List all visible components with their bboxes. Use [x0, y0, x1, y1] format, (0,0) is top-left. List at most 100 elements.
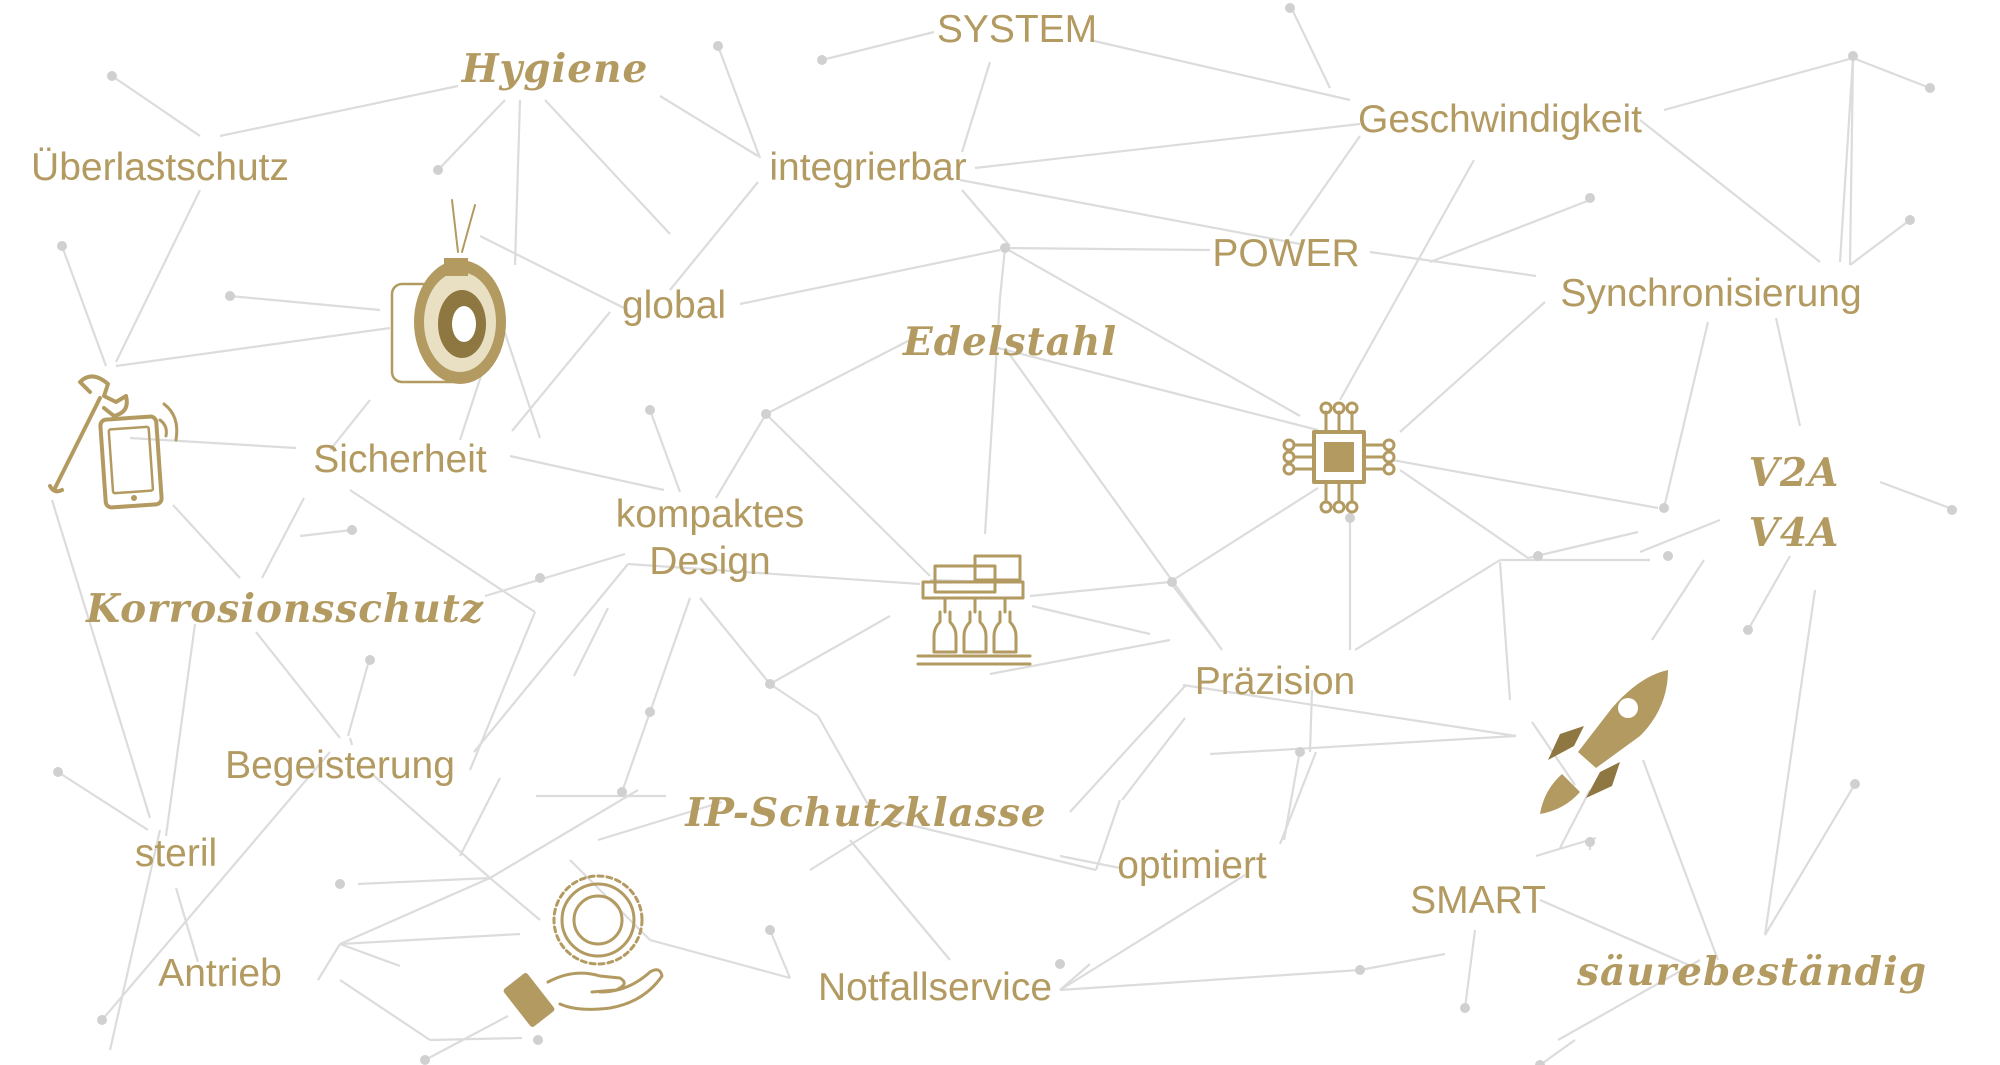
- connection-dot: [225, 291, 235, 301]
- connection-dot: [365, 655, 375, 665]
- connection-line: [115, 326, 391, 368]
- connection-line: [339, 876, 491, 946]
- word-antrieb: Antrieb: [158, 952, 282, 995]
- connection-line: [1763, 589, 1817, 936]
- connection-line: [659, 95, 759, 157]
- connection-line: [1651, 559, 1705, 641]
- connection-line: [473, 563, 629, 753]
- connection-dot: [1345, 513, 1355, 523]
- connection-line: [1879, 480, 1956, 512]
- connection-line: [1463, 929, 1477, 1009]
- connection-line: [715, 413, 767, 499]
- connection-line: [1169, 581, 1216, 641]
- word-begeisterung: Begeisterung: [225, 744, 455, 787]
- connection-line: [1069, 684, 1187, 813]
- word-hygiene: Hygiene: [461, 46, 649, 92]
- connection-line: [339, 942, 401, 968]
- connection-line: [172, 504, 241, 579]
- connection-dot: [645, 707, 655, 717]
- connection-line: [1498, 561, 1512, 701]
- connection-dot: [1659, 503, 1669, 513]
- connection-line: [1004, 347, 1223, 651]
- word-system: SYSTEM: [937, 8, 1097, 51]
- connection-line: [348, 737, 354, 746]
- connection-line: [1641, 759, 1720, 961]
- connection-dots: [53, 3, 1957, 1065]
- connection-line: [424, 1015, 509, 1061]
- connection-line: [699, 597, 771, 685]
- word-ueberlastschutz: Überlastschutz: [31, 146, 289, 189]
- connection-dot: [57, 241, 67, 251]
- connection-line: [164, 623, 197, 837]
- word-v4a: V4A: [1749, 510, 1840, 556]
- connection-line: [1094, 799, 1122, 871]
- connection-line: [1527, 530, 1639, 560]
- connection-line: [261, 497, 305, 579]
- connection-line: [1029, 580, 1171, 598]
- word-praezision: Präzision: [1195, 660, 1355, 703]
- connection-line: [1339, 159, 1475, 401]
- connection-line: [346, 663, 370, 737]
- connection-dot: [645, 405, 655, 415]
- connection-dot: [765, 925, 775, 935]
- connection-lines: [50, 4, 1956, 1065]
- connection-line: [459, 777, 501, 857]
- connection-line: [1557, 959, 1701, 1041]
- connection-line: [1399, 301, 1546, 433]
- connection-dot: [433, 165, 443, 175]
- connection-line: [255, 631, 341, 739]
- connection-line: [1182, 683, 1517, 738]
- connection-dot: [1947, 505, 1957, 515]
- connection-line: [627, 562, 921, 586]
- connection-line: [1399, 469, 1529, 559]
- connection-line: [57, 771, 149, 831]
- connection-line: [1289, 4, 1331, 89]
- connection-line: [597, 800, 723, 842]
- connection-line: [769, 683, 819, 717]
- connection-line: [1774, 317, 1802, 427]
- connection-dot: [1167, 577, 1177, 587]
- connection-line: [1209, 734, 1517, 756]
- connection-line: [509, 454, 665, 492]
- connection-line: [429, 1036, 523, 1042]
- connection-line: [1852, 56, 1931, 90]
- connection-dot: [817, 55, 827, 65]
- connection-line: [765, 339, 911, 415]
- connection-line: [1539, 1039, 1576, 1065]
- connection-line: [357, 876, 491, 886]
- word-synchronisierung: Synchronisierung: [1560, 272, 1861, 315]
- connection-line: [1308, 689, 1314, 753]
- connection-line: [649, 938, 791, 980]
- connection-dot: [53, 767, 63, 777]
- connection-line: [648, 409, 682, 493]
- connection-line: [1747, 555, 1791, 631]
- connection-line: [317, 943, 341, 981]
- connection-line: [108, 829, 162, 1051]
- connection-line: [1639, 119, 1821, 263]
- word-notfallservice: Notfallservice: [818, 966, 1052, 1009]
- connection-line: [1359, 952, 1446, 972]
- connection-dot: [1295, 747, 1305, 757]
- connection-line: [960, 61, 992, 153]
- word-edelstahl: Edelstahl: [902, 319, 1117, 365]
- connection-line: [111, 75, 201, 137]
- connection-line: [219, 84, 459, 138]
- connection-dot: [97, 1015, 107, 1025]
- connection-dot: [1743, 625, 1753, 635]
- word-korrosionsschutz: Korrosionsschutz: [85, 586, 484, 632]
- connection-line: [50, 499, 152, 819]
- connection-line: [489, 877, 541, 921]
- processor-chip-icon: [1282, 401, 1396, 514]
- connection-dot: [1285, 3, 1295, 13]
- connection-line: [339, 979, 431, 1041]
- connection-dot: [1850, 779, 1860, 789]
- connection-line: [849, 839, 951, 961]
- connection-line: [1838, 57, 1855, 263]
- connection-line: [765, 413, 931, 577]
- connection-line: [349, 489, 536, 613]
- word-steril: steril: [135, 832, 217, 875]
- connection-dot: [1533, 551, 1543, 561]
- word-integrierbar: integrierbar: [769, 146, 966, 189]
- connection-line: [511, 311, 611, 432]
